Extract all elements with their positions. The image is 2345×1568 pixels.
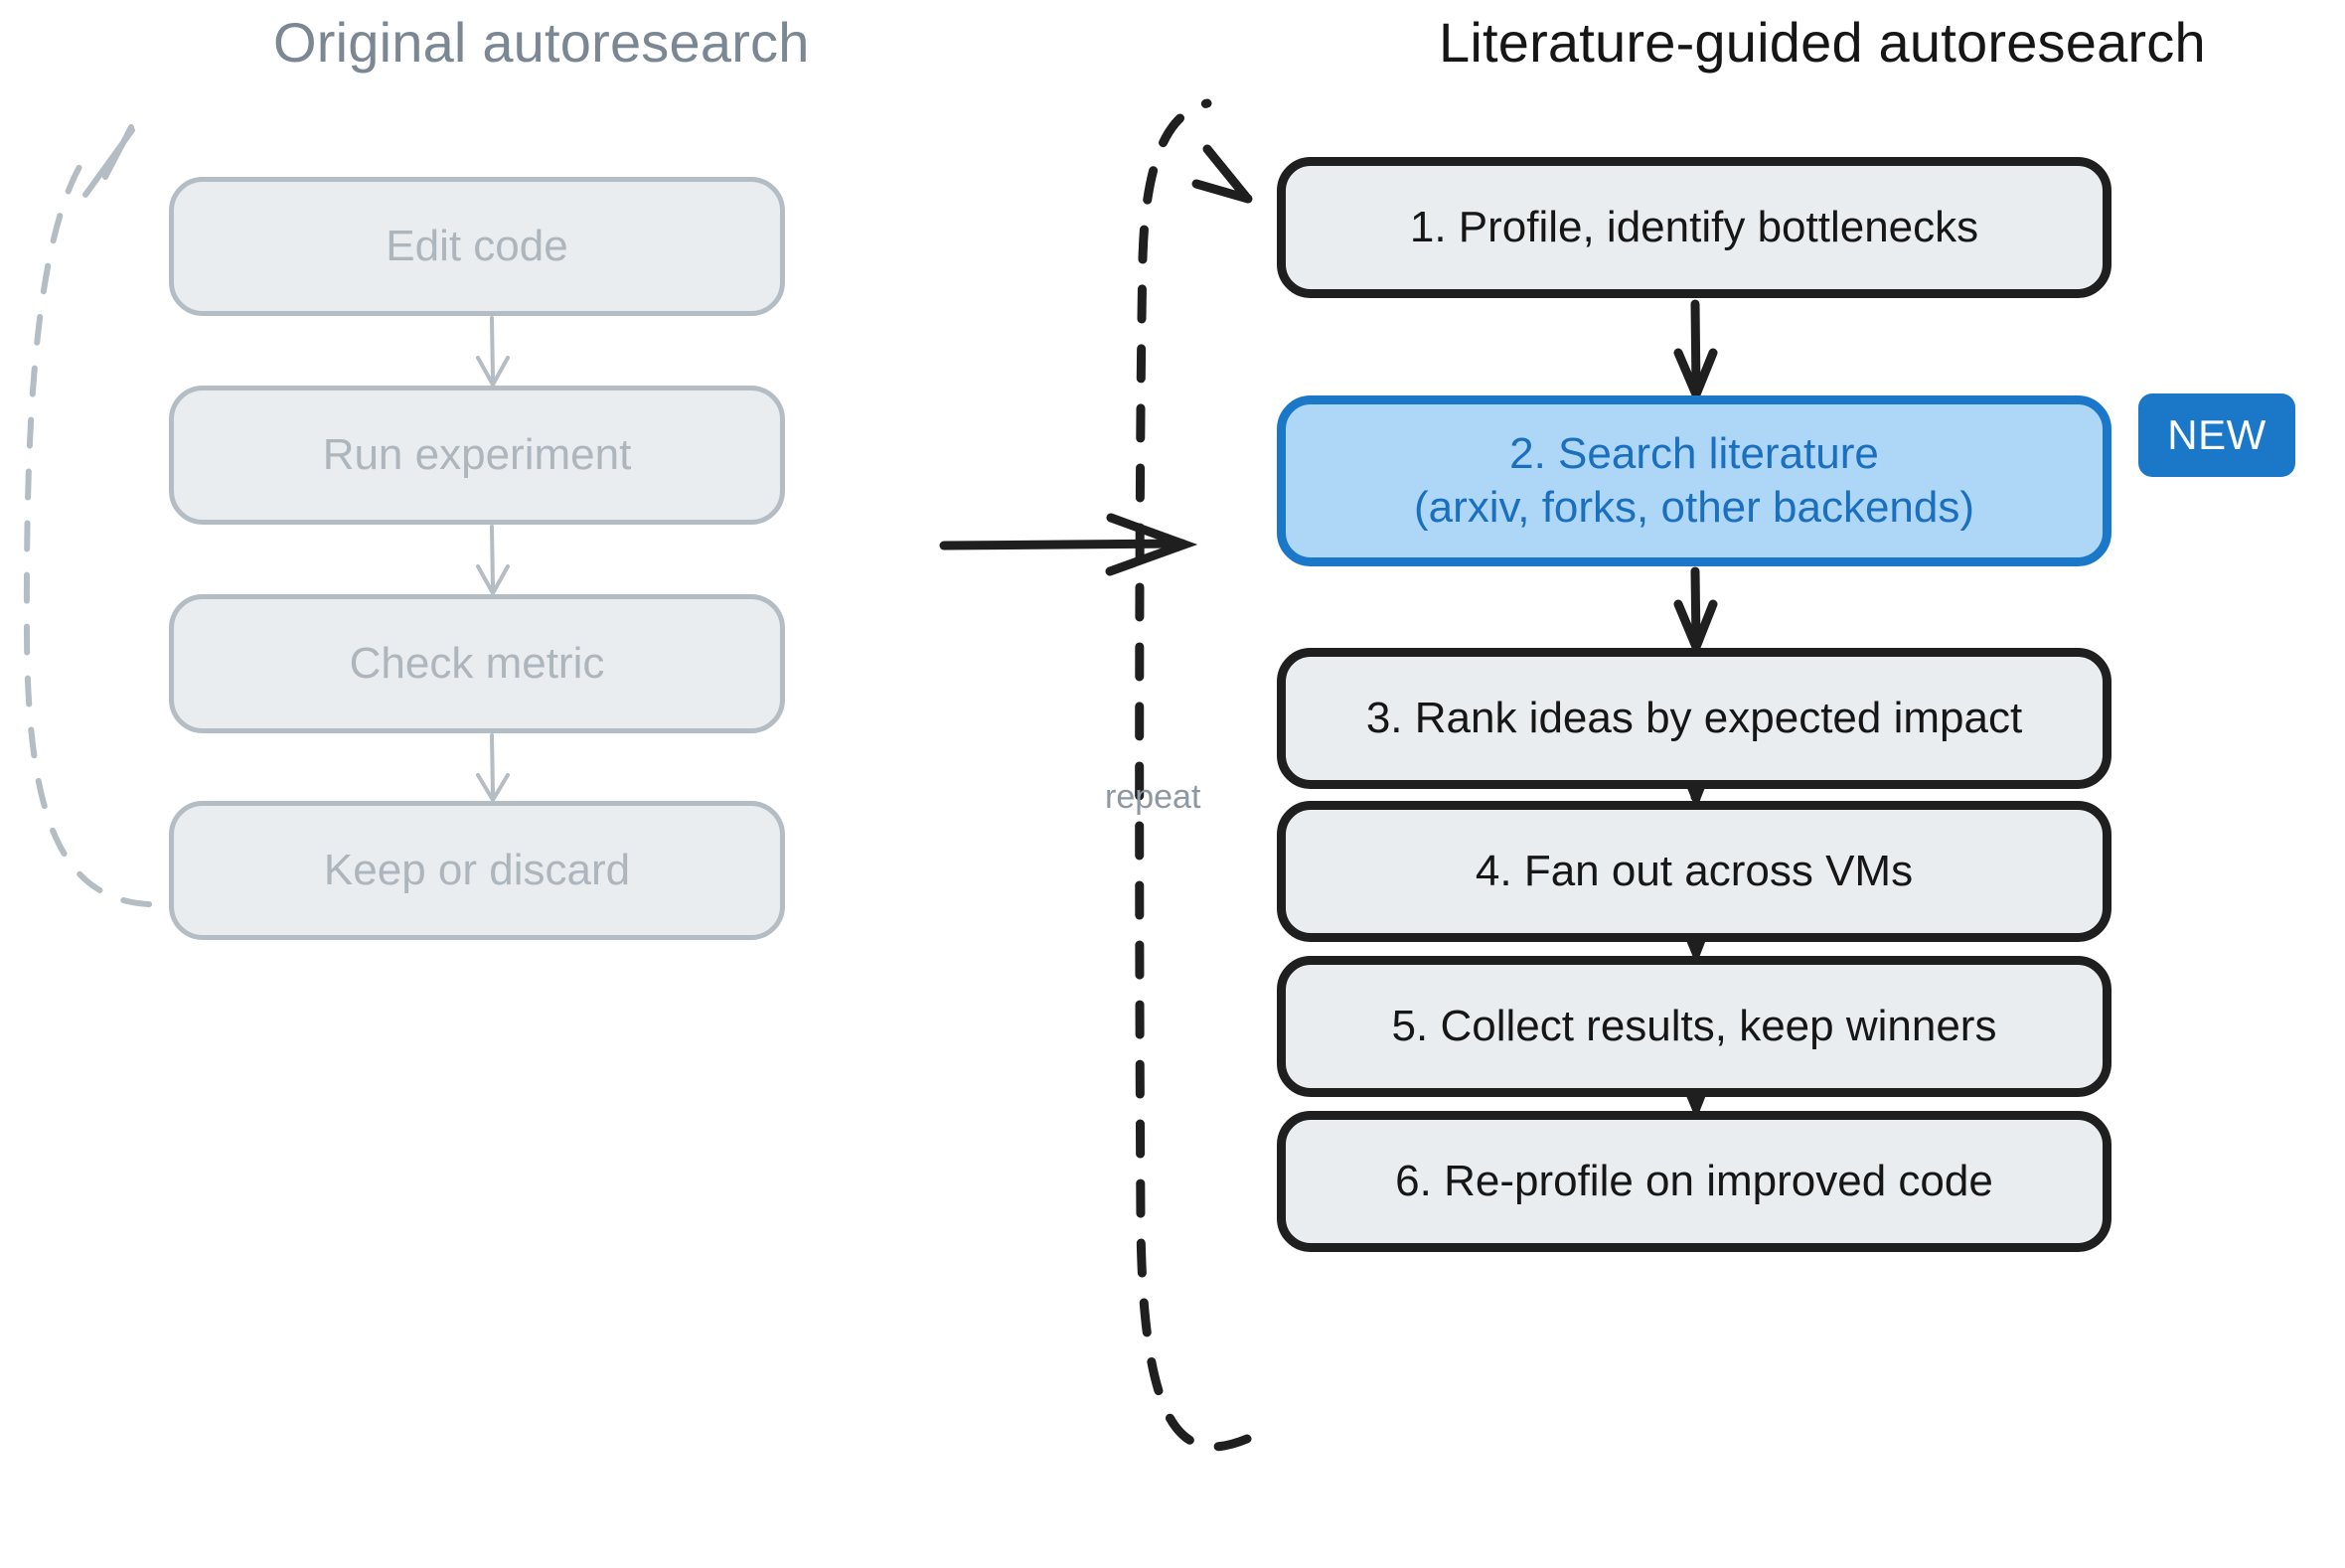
right-connectors-final (1690, 789, 1701, 800)
connector-stem-3-4 (1690, 784, 1701, 802)
node-label: Run experiment (322, 430, 632, 480)
node-step-5-collect-results[interactable]: 5. Collect results, keep winners (1277, 956, 2111, 1097)
node-label: 3. Rank ideas by expected impact (1365, 694, 2023, 743)
right-connectors-real (1690, 790, 1701, 802)
node-keep-or-discard[interactable]: Keep or discard (169, 801, 785, 940)
connector-step3-step4 (1690, 786, 1701, 802)
right-visible-connectors (1690, 790, 1701, 801)
node-label: Keep or discard (323, 846, 631, 895)
new-badge: NEW (2138, 393, 2295, 477)
node-label: 4. Fan out across VMs (1475, 847, 1914, 896)
node-step-2-search-literature[interactable]: 2. Search literature (arxiv, forks, othe… (1277, 395, 2111, 566)
node-edit-code[interactable]: Edit code (169, 177, 785, 316)
node-step-4-fan-out[interactable]: 4. Fan out across VMs (1277, 801, 2111, 942)
right-connectors-rest (1690, 788, 1701, 801)
column-title-original: Original autoresearch (273, 11, 810, 74)
node-run-experiment[interactable]: Run experiment (169, 386, 785, 525)
right-edges-rendered (1690, 789, 1701, 801)
left-loop-arrow (23, 154, 152, 907)
node-label: 2. Search literature (arxiv, forks, othe… (1413, 429, 1975, 532)
right-edges (1690, 788, 1701, 800)
node-step-6-re-profile[interactable]: 6. Re-profile on improved code (1277, 1111, 2111, 1252)
right-edge-lines (1690, 789, 1701, 801)
right-connector-arrows (1690, 790, 1701, 803)
right-connectors-main (1690, 789, 1701, 802)
node-label: Edit code (386, 222, 568, 271)
node-label: 6. Re-profile on improved code (1395, 1157, 1993, 1206)
transition-arrow (939, 513, 1198, 576)
right-loop-arrowhead (1191, 144, 1253, 204)
column-title-literature-guided: Literature-guided autoresearch (1439, 11, 2206, 74)
node-step-3-rank-ideas[interactable]: 3. Rank ideas by expected impact (1277, 648, 2111, 789)
left-loop-arrowhead (82, 124, 135, 198)
node-label: Check metric (349, 639, 605, 689)
repeat-loop-label: repeat (1105, 778, 1201, 816)
connector-3-4 (1690, 788, 1701, 800)
node-label: 1. Profile, identify bottlenecks (1409, 203, 1979, 252)
right-connector-34 (1690, 790, 1701, 801)
node-check-metric[interactable]: Check metric (169, 594, 785, 733)
node-label: 5. Collect results, keep winners (1391, 1002, 1997, 1051)
node-step-1-profile[interactable]: 1. Profile, identify bottlenecks (1277, 157, 2111, 298)
right-connector-3to4 (1690, 789, 1701, 800)
right-edge-3-4 (1690, 789, 1701, 801)
right-loop-arrow (1135, 98, 1252, 1452)
right-connector-3-4 (1690, 790, 1701, 801)
